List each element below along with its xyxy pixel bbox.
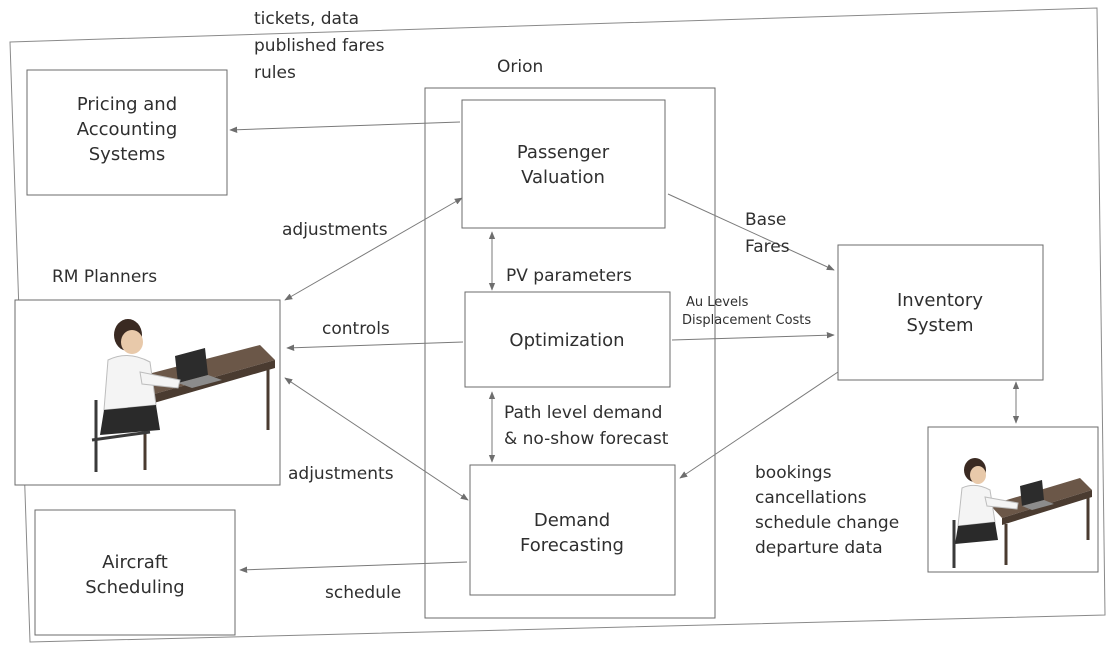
- inventory-label-2: System: [906, 315, 973, 336]
- aircraft-label-1: Aircraft: [102, 552, 168, 573]
- rm-planners-image: [15, 300, 280, 485]
- pv-label-2: Valuation: [521, 167, 605, 188]
- pv-label-1: Passenger: [517, 142, 610, 163]
- pricing-label-1: Pricing and: [77, 94, 177, 115]
- tickets-label-3: rules: [254, 63, 296, 83]
- tickets-label-2: published fares: [254, 36, 385, 56]
- schedule-label: schedule: [325, 583, 401, 603]
- optimization-box: Optimization: [465, 292, 670, 387]
- aircraft-label-2: Scheduling: [85, 577, 184, 598]
- bookings-label-4: departure data: [755, 538, 883, 558]
- inventory-planner-image: [928, 427, 1098, 572]
- orion-title: Orion: [497, 57, 543, 77]
- bookings-label-3: schedule change: [755, 513, 899, 533]
- inventory-label-1: Inventory: [897, 290, 983, 311]
- bookings-label-2: cancellations: [755, 488, 867, 508]
- adjustments-bottom-label: adjustments: [288, 464, 394, 484]
- rm-planners-label: RM Planners: [52, 267, 157, 287]
- pricing-label-3: Systems: [89, 144, 166, 165]
- aircraft-scheduling-box: Aircraft Scheduling: [35, 510, 235, 635]
- inventory-system-box: Inventory System: [838, 245, 1043, 380]
- path-level-label-2: & no-show forecast: [504, 429, 669, 449]
- df-label-1: Demand: [534, 510, 610, 531]
- pv-parameters-label: PV parameters: [506, 266, 632, 286]
- pricing-label-2: Accounting: [77, 119, 178, 140]
- base-fares-label-1: Base: [745, 210, 786, 230]
- adjustments-top-label: adjustments: [282, 220, 388, 240]
- bookings-label-1: bookings: [755, 463, 832, 483]
- optimization-label: Optimization: [509, 330, 624, 351]
- base-fares-label-2: Fares: [745, 237, 790, 257]
- au-levels-label: Au Levels: [686, 295, 749, 310]
- path-level-label-1: Path level demand: [504, 403, 662, 423]
- demand-forecasting-box: Demand Forecasting: [470, 465, 675, 595]
- controls-label: controls: [322, 319, 390, 339]
- df-label-2: Forecasting: [520, 535, 624, 556]
- pricing-accounting-box: Pricing and Accounting Systems: [27, 70, 227, 195]
- passenger-valuation-box: Passenger Valuation: [462, 100, 665, 228]
- tickets-label-1: tickets, data: [254, 9, 359, 29]
- displacement-costs-label: Displacement Costs: [682, 313, 811, 328]
